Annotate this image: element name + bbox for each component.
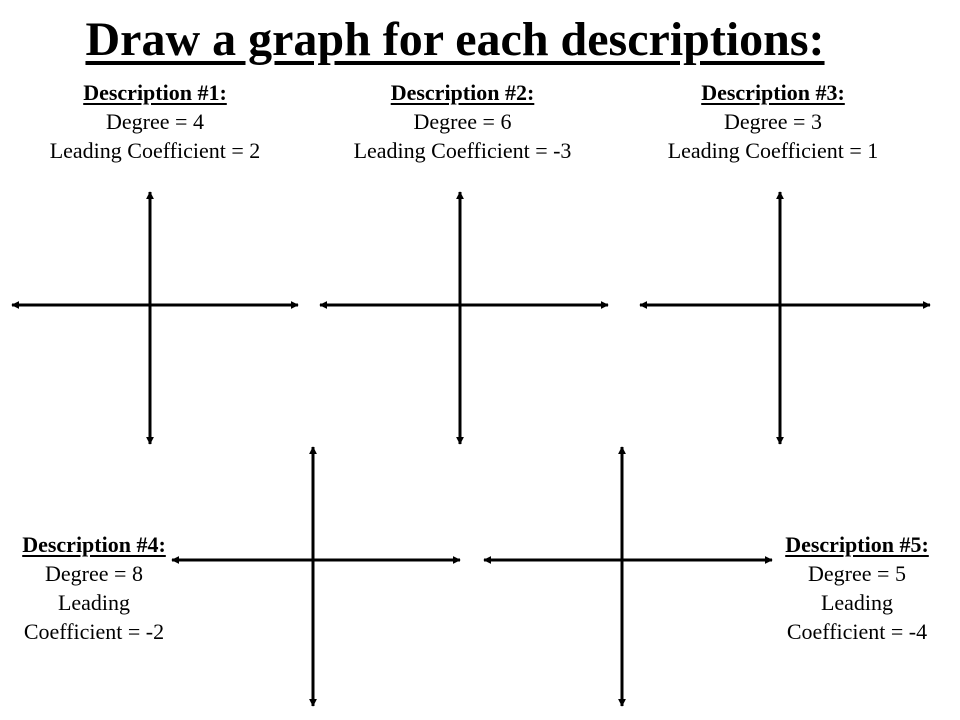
description-1-degree: Degree = 4 [106,109,204,134]
description-2: Description #2: Degree = 6 Leading Coeff… [315,78,610,165]
description-1-leading-coefficient: Leading Coefficient = 2 [49,138,261,163]
coordinate-axes-1[interactable] [11,191,299,445]
description-5: Description #5: Degree = 5 Leading Coeff… [763,530,951,646]
description-3-heading: Description #3: [701,80,845,105]
description-4: Description #4: Degree = 8 Leading Coeff… [0,530,188,646]
coordinate-axes-5[interactable] [483,446,773,707]
description-2-heading: Description #2: [390,80,535,105]
description-2-degree: Degree = 6 [413,109,512,134]
description-5-heading: Description #5: [785,532,929,557]
description-5-coefficient-value: Coefficient = -4 [786,619,928,644]
coordinate-axes-3[interactable] [639,191,931,445]
description-3: Description #3: Degree = 3 Leading Coeff… [628,78,918,165]
description-2-leading-coefficient: Leading Coefficient = -3 [353,138,572,163]
description-3-degree: Degree = 3 [724,109,822,134]
description-5-leading-label: Leading [820,590,894,615]
description-1: Description #1: Degree = 4 Leading Coeff… [10,78,300,165]
description-5-degree: Degree = 5 [808,561,906,586]
description-1-heading: Description #1: [83,80,227,105]
coordinate-axes-4[interactable] [171,446,461,707]
description-3-leading-coefficient: Leading Coefficient = 1 [667,138,879,163]
description-4-leading-label: Leading [57,590,131,615]
coordinate-axes-2[interactable] [319,191,609,445]
description-4-heading: Description #4: [22,532,166,557]
page-title: Draw a graph for each descriptions: [85,13,825,66]
description-4-degree: Degree = 8 [45,561,143,586]
description-4-coefficient-value: Coefficient = -2 [23,619,165,644]
